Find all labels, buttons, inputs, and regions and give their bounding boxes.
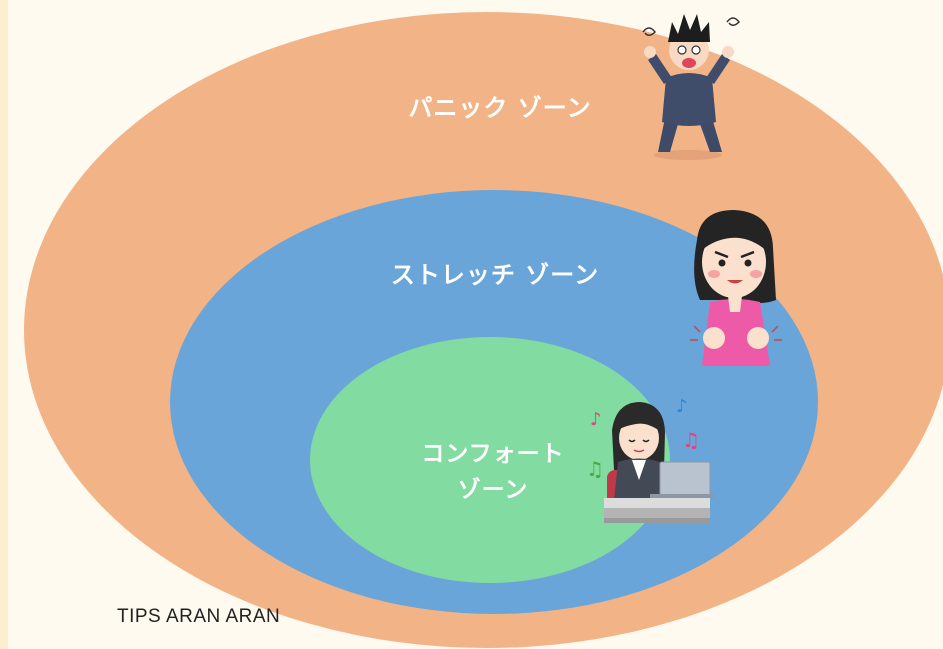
comfort-zone-ellipse (310, 337, 670, 583)
comfort-zone-label-line2: ゾーン (457, 477, 529, 503)
panic-zone-label: パニック ゾーン (408, 94, 592, 122)
woman-at-laptop-icon: ♪ ♪ ♫ ♫ (586, 396, 714, 523)
watermark-text: TIPS ARAN ARAN (117, 606, 281, 627)
stretch-zone-label: ストレッチ ゾーン (390, 261, 600, 289)
svg-text:♫: ♫ (586, 457, 604, 481)
svg-text:♪: ♪ (676, 396, 688, 417)
page-edge-strip (0, 0, 8, 649)
svg-text:♫: ♫ (682, 428, 700, 452)
comfort-zone-label-line1: コンフォート (421, 441, 565, 467)
comfort-zone-label: コンフォート ゾーン (418, 436, 568, 508)
determined-woman-icon (690, 210, 782, 366)
svg-text:♪: ♪ (590, 409, 602, 430)
panicked-man-icon (642, 14, 740, 160)
